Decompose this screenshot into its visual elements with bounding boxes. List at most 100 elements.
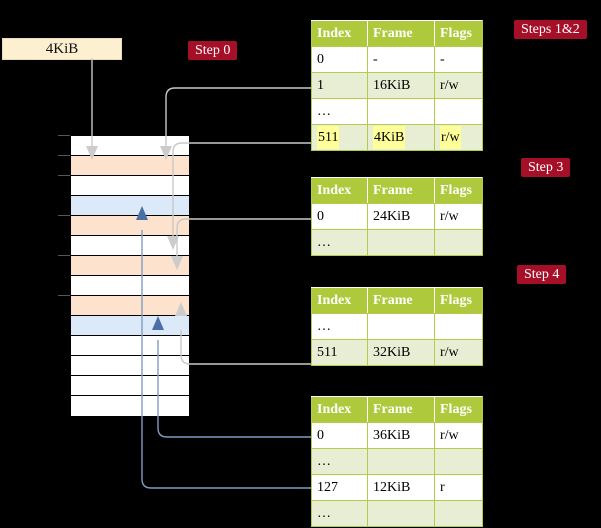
memory-frame-9 xyxy=(71,316,189,336)
memory-frame-10 xyxy=(71,336,189,356)
cell-frame: - xyxy=(367,46,435,73)
highlighted-value: 511 xyxy=(317,126,340,149)
step-0-badge: Step 0 xyxy=(188,41,238,60)
memory-frame-7 xyxy=(71,276,189,296)
table-row: … xyxy=(311,229,483,256)
cell-flags: r/w xyxy=(434,72,483,99)
memory-tick-1 xyxy=(58,155,70,156)
cell-flags: r xyxy=(434,474,483,501)
memory-frame-0 xyxy=(71,136,189,156)
column-header-frame: Frame xyxy=(367,177,435,204)
memory-frame-4 xyxy=(71,216,189,236)
cell-index: 127 xyxy=(311,474,368,501)
cell-frame: 12KiB xyxy=(367,474,435,501)
memory-tick-4 xyxy=(58,255,70,256)
cell-flags xyxy=(434,500,483,527)
cell-index: 511 xyxy=(311,339,368,366)
column-header-index: Index xyxy=(311,396,368,423)
connector-l3-24kib xyxy=(176,218,311,256)
column-header-index: Index xyxy=(311,20,368,47)
steps-1-2-badge: Steps 1&2 xyxy=(514,20,587,39)
column-header-frame: Frame xyxy=(367,396,435,423)
table-row: … xyxy=(311,98,483,125)
column-header-index: Index xyxy=(311,287,368,314)
highlighted-value: r/w xyxy=(440,126,461,149)
table-row: 511 4KiB r/w xyxy=(311,124,483,151)
cell-flags: r/w xyxy=(434,203,483,230)
cell-index: 0 xyxy=(311,203,368,230)
cell-index: … xyxy=(311,500,368,527)
memory-tick-2 xyxy=(58,175,70,176)
highlighted-value: 4KiB xyxy=(373,126,406,149)
column-header-frame: Frame xyxy=(367,20,435,47)
cell-frame: 24KiB xyxy=(367,203,435,230)
cell-flags: r/w xyxy=(434,339,483,366)
connector-l4-4kib xyxy=(172,142,311,236)
table-row: … xyxy=(311,313,483,340)
cell-frame: 32KiB xyxy=(367,339,435,366)
cell-flags: - xyxy=(434,46,483,73)
column-header-flags: Flags xyxy=(434,177,483,204)
connector-l2-32kib xyxy=(180,330,311,365)
table-row: 0-- xyxy=(311,46,483,73)
cell-frame xyxy=(367,229,435,256)
step-4-badge: Step 4 xyxy=(517,265,567,284)
cell-index: 511 xyxy=(311,124,368,151)
cell-frame: 16KiB xyxy=(367,72,435,99)
cell-index: … xyxy=(311,448,368,475)
table-row: … xyxy=(311,448,483,475)
cell-index: 1 xyxy=(311,72,368,99)
frame-size-label: 4KiB xyxy=(2,38,122,60)
cell-frame xyxy=(367,500,435,527)
memory-frame-2 xyxy=(71,176,189,196)
cell-index: … xyxy=(311,313,368,340)
memory-tick-0 xyxy=(58,135,70,136)
memory-tick-3 xyxy=(58,215,70,216)
column-header-flags: Flags xyxy=(434,20,483,47)
table-row: … xyxy=(311,500,483,527)
cell-frame xyxy=(367,448,435,475)
cell-frame: 4KiB xyxy=(367,124,435,151)
memory-frame-6 xyxy=(71,256,189,276)
cell-flags xyxy=(434,229,483,256)
memory-frame-11 xyxy=(71,356,189,376)
cell-frame xyxy=(367,313,435,340)
cell-index: … xyxy=(311,229,368,256)
column-header-index: Index xyxy=(311,177,368,204)
cell-frame xyxy=(367,98,435,125)
cell-flags xyxy=(434,448,483,475)
cell-index: … xyxy=(311,98,368,125)
memory-frame-12 xyxy=(71,376,189,396)
memory-tick-5 xyxy=(58,295,70,296)
step-3-badge: Step 3 xyxy=(521,158,571,177)
memory-frame-3 xyxy=(71,196,189,216)
memory-frame-5 xyxy=(71,236,189,256)
cell-flags xyxy=(434,313,483,340)
cell-flags: r/w xyxy=(434,422,483,449)
physical-memory-column xyxy=(70,135,190,416)
memory-frame-8 xyxy=(71,296,189,316)
cell-index: 0 xyxy=(311,422,368,449)
column-header-flags: Flags xyxy=(434,396,483,423)
column-header-frame: Frame xyxy=(367,287,435,314)
cell-flags xyxy=(434,98,483,125)
memory-frame-1 xyxy=(71,156,189,176)
cell-flags: r/w xyxy=(434,124,483,151)
cell-index: 0 xyxy=(311,46,368,73)
cell-frame: 36KiB xyxy=(367,422,435,449)
column-header-flags: Flags xyxy=(434,287,483,314)
